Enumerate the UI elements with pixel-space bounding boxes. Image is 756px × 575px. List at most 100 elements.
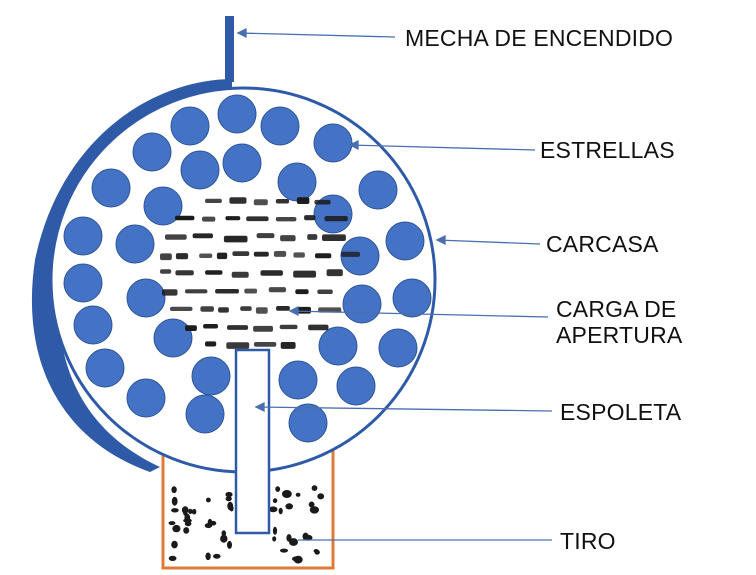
burst-charge-grain <box>275 199 290 204</box>
burst-charge-grain <box>253 199 268 206</box>
burst-charge-grain <box>205 198 222 203</box>
star-pellet <box>277 162 317 202</box>
lift-charge-grain <box>191 508 197 515</box>
burst-charge-grain <box>160 253 172 261</box>
burst-charge-grain <box>341 251 360 257</box>
burst-charge-grain <box>273 251 287 257</box>
lift-charge-grain <box>314 549 320 555</box>
burst-charge-grain <box>223 235 248 243</box>
burst-charge-grain <box>229 197 247 204</box>
lift-charge-grain <box>317 493 325 500</box>
burst-charge-grain <box>227 325 249 330</box>
lift-charge-grain <box>225 496 232 502</box>
burst-charge-grain <box>192 233 213 239</box>
burst-charge-grain <box>280 235 296 242</box>
star-pellet <box>73 305 113 345</box>
lift-charge-grain <box>168 555 177 562</box>
time-fuse <box>234 348 271 535</box>
lift-charge-grain <box>172 524 181 533</box>
lift-charge-grain <box>227 501 234 511</box>
leader-stars-arrow <box>348 139 359 151</box>
star-pellet <box>260 106 300 146</box>
burst-charge-grain <box>175 253 189 260</box>
burst-charge-grain <box>246 216 269 222</box>
burst-charge-grain <box>170 306 193 311</box>
star-pellet <box>288 403 328 443</box>
burst-charge-grain <box>279 324 298 330</box>
lift-charge-grain <box>213 553 221 559</box>
leader-burst <box>289 310 549 318</box>
burst-charge-grain <box>240 306 252 311</box>
burst-charge-grain <box>296 197 310 204</box>
lift-charge-grain <box>220 534 228 543</box>
lift-charge-container <box>161 445 335 570</box>
burst-charge-grain <box>315 253 332 259</box>
lift-charge-grain <box>225 491 233 498</box>
burst-charge-grain <box>304 215 316 221</box>
lift-charge-grain <box>289 538 298 546</box>
burst-charge-grain <box>293 252 305 258</box>
star-pellet <box>115 224 155 264</box>
burst-charge-grain <box>232 251 250 256</box>
star-pellet <box>217 94 257 134</box>
lift-charge-grain <box>210 520 217 526</box>
lift-charge-grain <box>303 534 313 541</box>
star-pellet <box>278 360 318 400</box>
burst-charge-grain <box>175 215 195 221</box>
burst-charge-grain <box>322 234 346 241</box>
lift-charge-grain <box>308 501 315 508</box>
lift-charge-grain <box>183 518 192 523</box>
burst-charge-grain <box>253 342 277 347</box>
star-pellet <box>85 348 125 388</box>
star-pellet <box>185 394 225 434</box>
leader-wick-arrow <box>236 27 247 39</box>
lift-charge-grain <box>171 540 178 549</box>
burst-charge-grain <box>260 270 283 276</box>
burst-charge-grain <box>226 342 250 349</box>
lift-charge-grain <box>278 507 283 515</box>
burst-charge-grain <box>231 271 249 278</box>
burst-charge-grain <box>275 217 297 222</box>
burst-charge-grain <box>199 253 213 258</box>
label-burst-charge-line1: CARGA DE <box>556 296 677 322</box>
lift-charge-grain <box>268 506 278 513</box>
lift-charge-grain <box>188 508 193 514</box>
lift-charge-grain <box>272 526 278 535</box>
burst-charge-grain <box>253 325 273 332</box>
leader-wick <box>237 32 396 38</box>
burst-charge-grain <box>324 216 348 222</box>
burst-charge-grain <box>205 270 223 275</box>
lift-charge-grain <box>295 492 301 497</box>
burst-charge-grain <box>326 269 343 277</box>
burst-charge-powder <box>160 197 360 349</box>
leader-burst-arrow <box>288 305 299 317</box>
burst-charge-grain <box>202 216 216 222</box>
label-burst-charge: CARGA DE APERTURA <box>556 296 682 348</box>
leader-shell-arrow <box>435 234 446 246</box>
star-pellet <box>342 284 382 324</box>
leader-shell <box>436 239 541 245</box>
burst-charge-grain <box>185 325 197 331</box>
burst-charge-grain <box>255 307 268 314</box>
burst-charge-grain <box>162 289 178 296</box>
burst-charge-grain <box>297 306 311 314</box>
star-pellet <box>126 378 166 418</box>
burst-charge-grain <box>293 270 316 278</box>
star-pellet <box>191 356 231 396</box>
label-time-fuse: ESPOLETA <box>560 399 682 425</box>
burst-charge-grain <box>276 306 290 311</box>
star-pellet <box>63 216 103 256</box>
leader-fuse-arrow <box>254 401 265 413</box>
star-pellet <box>336 366 376 406</box>
star-pellet <box>180 150 220 190</box>
lift-charge-grain <box>171 496 178 506</box>
burst-charge-grain <box>218 307 229 313</box>
label-lift-charge: TIRO <box>560 528 616 554</box>
label-stars: ESTRELLAS <box>540 137 675 163</box>
star-pellet <box>358 170 398 210</box>
leader-lines <box>236 27 553 541</box>
lift-charge-grain <box>282 490 292 498</box>
star-pellet <box>222 143 262 183</box>
lift-charge-grain <box>171 508 179 513</box>
lift-charge-grain <box>168 521 176 526</box>
